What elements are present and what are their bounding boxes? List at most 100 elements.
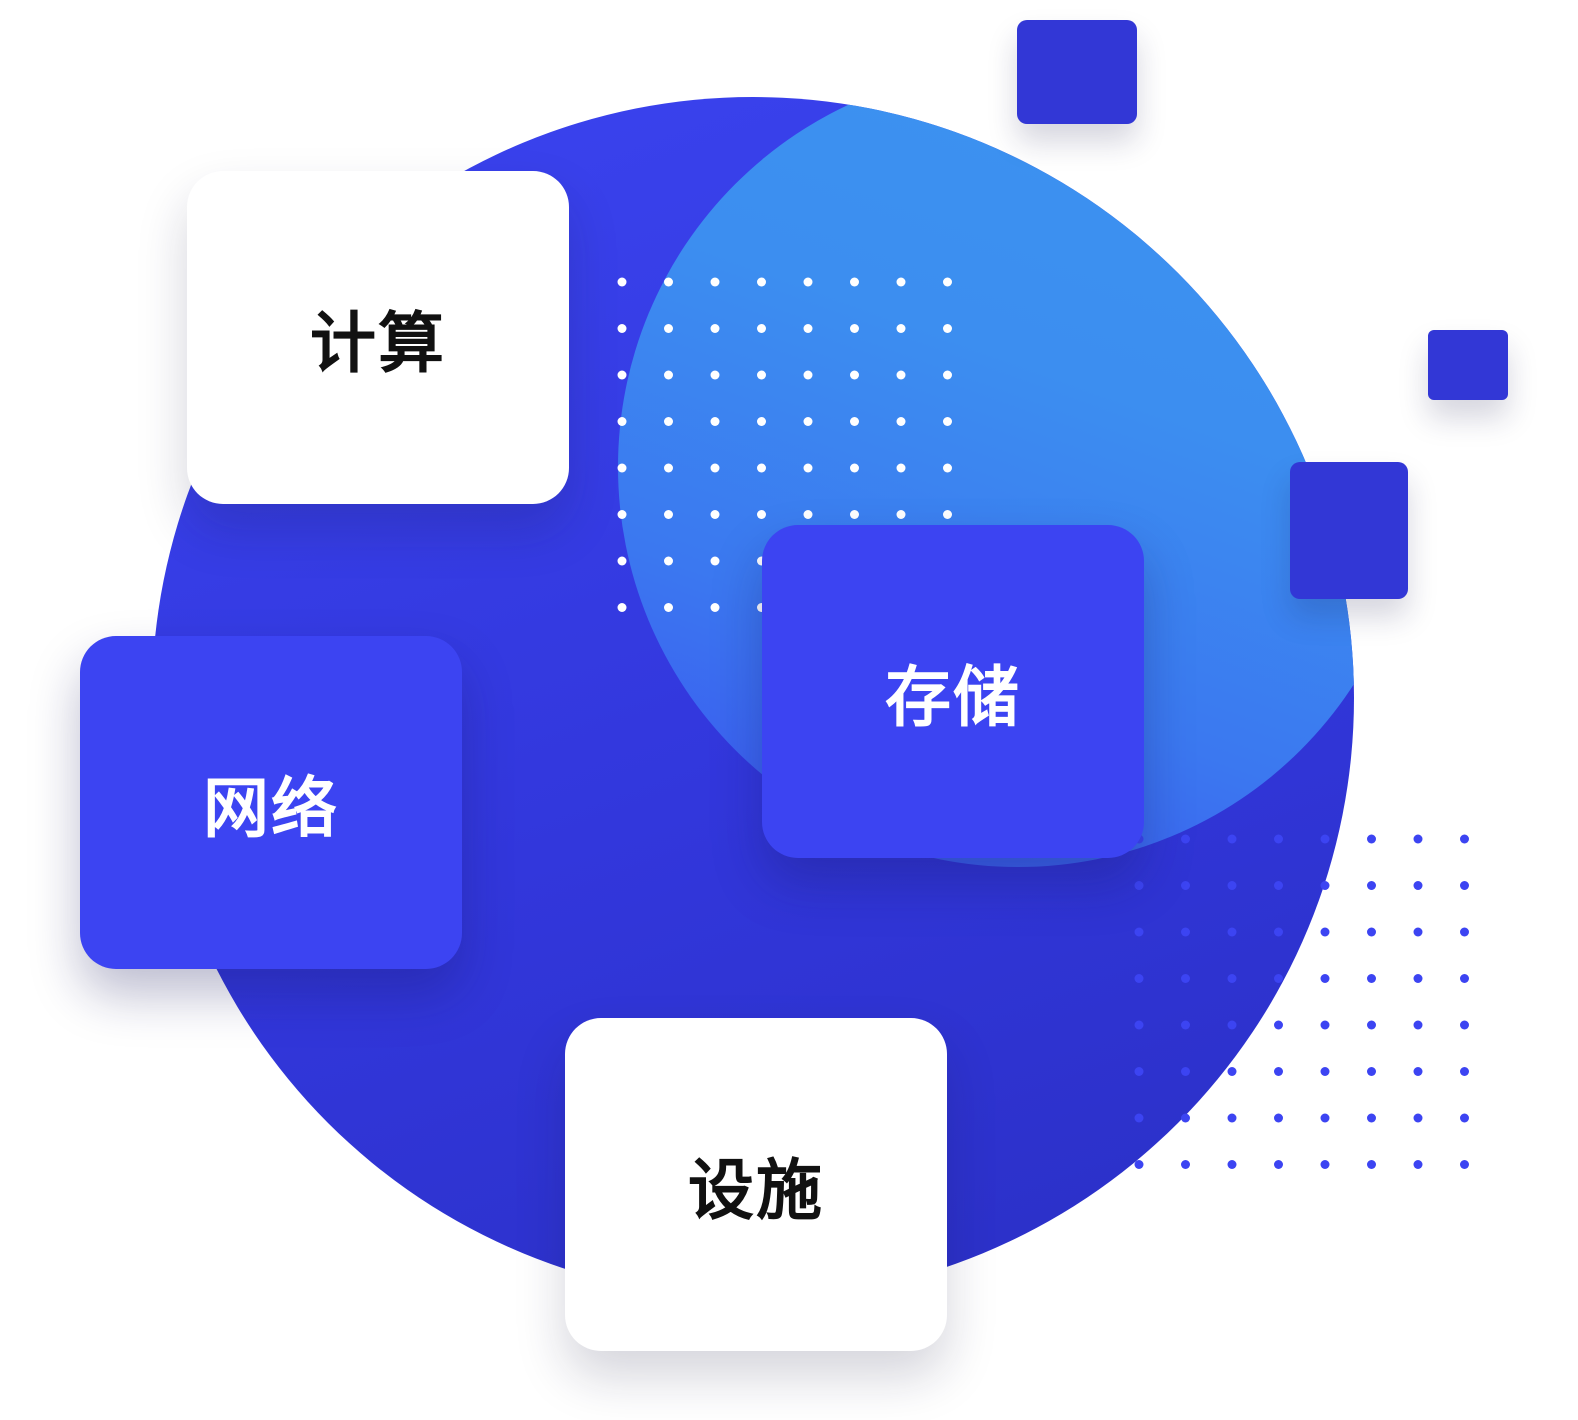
white-dot (617, 277, 627, 287)
blue-dot (1134, 974, 1144, 983)
white-dot (664, 324, 673, 333)
white-dot (757, 463, 766, 473)
white-dot (757, 277, 766, 287)
blue-dot (1227, 1067, 1237, 1076)
white-dot (757, 417, 766, 426)
white-dot (617, 370, 627, 380)
white-dot (664, 277, 673, 287)
blue-dot (1274, 974, 1283, 983)
blue-dot (1181, 1160, 1190, 1169)
blue-dot (1367, 881, 1376, 890)
card-network-label: 网络 (203, 769, 339, 847)
blue-dot (1367, 1113, 1376, 1123)
blue-dot (1460, 927, 1469, 937)
decor-square-top (1017, 20, 1137, 124)
white-dot (803, 370, 813, 380)
blue-dot (1320, 1113, 1330, 1123)
blue-dot (1134, 1020, 1144, 1030)
white-dot (850, 277, 859, 287)
white-dot (710, 463, 720, 473)
blue-dot (1274, 834, 1283, 844)
blue-dot (1413, 1113, 1423, 1123)
blue-dot (1413, 1067, 1423, 1076)
white-dot (943, 370, 952, 380)
card-network[interactable]: 网络 (80, 636, 462, 969)
white-dot (943, 510, 952, 519)
blue-dot (1134, 927, 1144, 937)
white-dot (803, 510, 813, 519)
blue-dot (1227, 1160, 1237, 1169)
white-dot (850, 463, 859, 473)
blue-dot (1274, 1113, 1283, 1123)
white-dot (710, 324, 720, 333)
blue-dot (1227, 1020, 1237, 1030)
white-dot (664, 463, 673, 473)
white-dot (664, 510, 673, 519)
blue-dot (1134, 1160, 1144, 1169)
blue-dot (1227, 927, 1237, 937)
dot-grid-white (617, 277, 952, 612)
white-dot (803, 277, 813, 287)
white-dot (943, 324, 952, 333)
white-dot (896, 463, 906, 473)
blue-dot (1413, 1020, 1423, 1030)
white-dot (710, 603, 720, 612)
white-dot (943, 463, 952, 473)
white-dot (896, 510, 906, 519)
blue-dot (1134, 1113, 1144, 1123)
white-dot (617, 556, 627, 566)
blue-dot (1460, 974, 1469, 983)
blue-dot (1320, 927, 1330, 937)
blue-dot (1413, 927, 1423, 937)
blue-dot (1320, 1067, 1330, 1076)
white-dot (710, 510, 720, 519)
blue-dot (1460, 1020, 1469, 1030)
blue-dot (1413, 1160, 1423, 1169)
white-dot (757, 370, 766, 380)
white-dot (896, 370, 906, 380)
blue-dot (1227, 974, 1237, 983)
blue-dot (1181, 881, 1190, 890)
blue-dot (1181, 1067, 1190, 1076)
white-dot (850, 370, 859, 380)
white-dot (757, 510, 766, 519)
blue-dot (1367, 1160, 1376, 1169)
card-storage-label: 存储 (885, 658, 1021, 736)
blue-dot (1460, 1067, 1469, 1076)
blue-dot (1320, 1020, 1330, 1030)
white-dot (803, 417, 813, 426)
blue-dot (1413, 881, 1423, 890)
white-dot (664, 417, 673, 426)
blue-dot (1274, 1067, 1283, 1076)
white-dot (710, 277, 720, 287)
white-dot (710, 556, 720, 566)
blue-dot (1181, 1113, 1190, 1123)
card-storage[interactable]: 存储 (762, 525, 1144, 858)
white-dot (850, 510, 859, 519)
white-dot (617, 463, 627, 473)
blue-dot (1181, 974, 1190, 983)
blue-dot (1274, 1020, 1283, 1030)
blue-dot (1274, 1160, 1283, 1169)
blue-dot (1181, 1020, 1190, 1030)
blue-dot (1367, 927, 1376, 937)
white-dot (850, 417, 859, 426)
white-dot (757, 324, 766, 333)
blue-dot (1227, 1113, 1237, 1123)
blue-dot (1413, 834, 1423, 844)
white-dot (617, 510, 627, 519)
blue-dot (1460, 881, 1469, 890)
decor-square-right-small (1428, 330, 1508, 400)
blue-dot (1134, 881, 1144, 890)
white-dot (943, 417, 952, 426)
card-compute-label: 计算 (310, 304, 446, 382)
blue-dot (1181, 834, 1190, 844)
blue-dot (1320, 881, 1330, 890)
blue-dot (1181, 927, 1190, 937)
white-dot (664, 370, 673, 380)
card-facility[interactable]: 设施 (565, 1018, 947, 1351)
white-dot (617, 417, 627, 426)
card-compute[interactable]: 计算 (187, 171, 569, 504)
white-dot (850, 324, 859, 333)
